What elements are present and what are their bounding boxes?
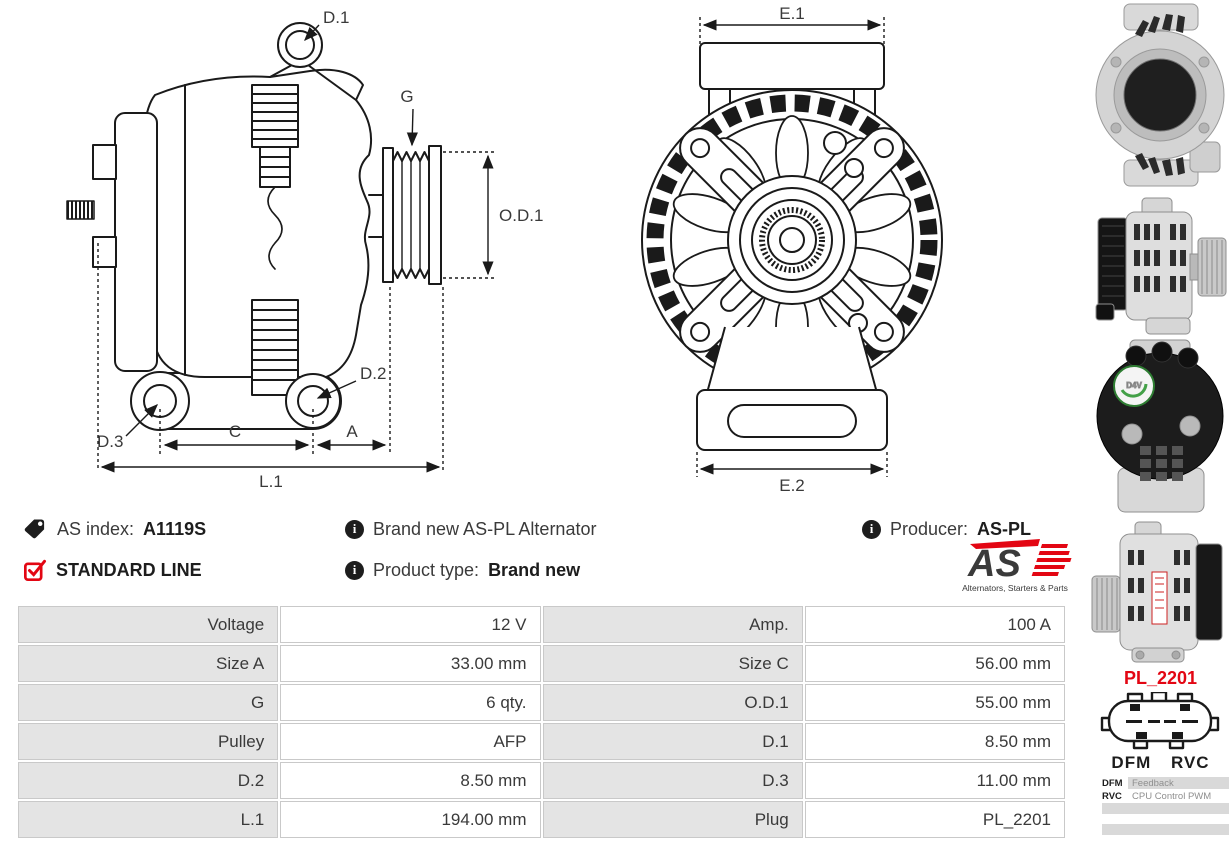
producer-label: Producer: bbox=[890, 518, 969, 539]
plug-name: PL_2201 bbox=[1123, 668, 1198, 688]
product-photo-front bbox=[1095, 3, 1225, 187]
spec-value: 55.00 mm bbox=[804, 684, 1065, 721]
standard-line-label: STANDARD LINE bbox=[56, 559, 202, 580]
dim-label-e1: E.1 bbox=[779, 5, 805, 23]
spec-value: AFP bbox=[280, 723, 541, 760]
plug-legend: DFM Feedback RVC CPU Control PWM bbox=[1102, 777, 1229, 837]
dim-label-c: C bbox=[229, 422, 241, 441]
info-icon: i bbox=[345, 519, 364, 539]
legend-row: RVC CPU Control PWM bbox=[1102, 790, 1229, 802]
dim-label-g: G bbox=[400, 87, 413, 106]
as-index-row: AS index: A1119S bbox=[22, 516, 206, 542]
product-photo-side-right bbox=[1095, 197, 1227, 335]
alternator-front-view-drawing: E.1 E.2 bbox=[641, 5, 943, 495]
dim-label-e2: E.2 bbox=[779, 476, 805, 495]
spec-label: Pulley bbox=[18, 723, 279, 760]
product-description: Brand new AS-PL Alternator bbox=[373, 518, 597, 539]
legend-code: RVC bbox=[1102, 790, 1122, 802]
as-index-label: AS index: bbox=[57, 518, 135, 539]
plug-connector-drawing bbox=[1100, 692, 1220, 750]
info-icon: i bbox=[862, 519, 881, 539]
product-type-value: Brand new bbox=[488, 559, 581, 580]
spec-value: PL_2201 bbox=[804, 801, 1065, 838]
spec-value: 12 V bbox=[280, 606, 541, 643]
spec-label: Size C bbox=[542, 645, 803, 682]
alternator-side-view-drawing: D.1 G O.D.1 D.2 D.3 C A L.1 bbox=[66, 8, 543, 491]
description-row: i Brand new AS-PL Alternator bbox=[345, 516, 596, 542]
spec-label: Amp. bbox=[542, 606, 803, 643]
dim-label-d3: D.3 bbox=[97, 432, 123, 451]
product-photo-side-left bbox=[1091, 521, 1223, 663]
svg-text:D4V: D4V bbox=[1126, 381, 1142, 390]
spec-value: 8.50 mm bbox=[280, 762, 541, 799]
dim-label-od1: O.D.1 bbox=[499, 206, 543, 225]
spec-value: 6 qty. bbox=[280, 684, 541, 721]
product-photo-rear: D4V bbox=[1096, 339, 1224, 513]
legend-empty-bar bbox=[1102, 824, 1229, 835]
spec-label: D.3 bbox=[542, 762, 803, 799]
dim-label-l1: L.1 bbox=[259, 472, 283, 491]
spec-label: O.D.1 bbox=[542, 684, 803, 721]
spec-label: D.1 bbox=[542, 723, 803, 760]
as-index-value: A1119S bbox=[143, 518, 207, 539]
product-type-row: i Product type: Brand new bbox=[345, 557, 580, 583]
product-type-label: Product type: bbox=[373, 559, 480, 580]
spec-value: 194.00 mm bbox=[280, 801, 541, 838]
plug-pin-labels: DFM RVC bbox=[1090, 753, 1231, 773]
producer-value: AS-PL bbox=[977, 518, 1032, 539]
aspl-logo-tagline: Alternators, Starters & Parts bbox=[962, 583, 1068, 593]
standard-line-row: STANDARD LINE bbox=[22, 557, 202, 583]
dim-label-d2: D.2 bbox=[360, 364, 386, 383]
spec-label: D.2 bbox=[18, 762, 279, 799]
legend-empty-bar bbox=[1102, 803, 1229, 814]
checkbox-checked-icon bbox=[24, 559, 46, 581]
spec-label: Plug bbox=[542, 801, 803, 838]
tag-icon bbox=[24, 519, 45, 539]
legend-desc: Feedback bbox=[1128, 777, 1229, 789]
spec-value: 100 A bbox=[804, 606, 1065, 643]
spec-value: 8.50 mm bbox=[804, 723, 1065, 760]
aspl-logo-text: AS bbox=[967, 543, 1021, 585]
spec-value: 11.00 mm bbox=[804, 762, 1065, 799]
spec-label: Voltage bbox=[18, 606, 279, 643]
spec-label: Size A bbox=[18, 645, 279, 682]
legend-desc: CPU Control PWM bbox=[1132, 790, 1212, 802]
spec-label: L.1 bbox=[18, 801, 279, 838]
pin-dfm: DFM bbox=[1111, 753, 1152, 772]
legend-row: DFM Feedback bbox=[1102, 777, 1229, 789]
spec-value: 56.00 mm bbox=[804, 645, 1065, 682]
spec-table: Voltage 12 V Amp. 100 A Size A 33.00 mm … bbox=[18, 606, 1065, 838]
dim-label-a: A bbox=[346, 422, 358, 441]
pin-rvc: RVC bbox=[1170, 753, 1210, 772]
spec-label: G bbox=[18, 684, 279, 721]
dim-label-d1: D.1 bbox=[323, 8, 349, 27]
legend-code: DFM bbox=[1102, 777, 1123, 789]
spec-value: 33.00 mm bbox=[280, 645, 541, 682]
info-icon: i bbox=[345, 560, 364, 580]
producer-row: i Producer: AS-PL bbox=[862, 516, 1031, 542]
aspl-logo: AS Alternators, Starters & Parts bbox=[962, 539, 1072, 593]
